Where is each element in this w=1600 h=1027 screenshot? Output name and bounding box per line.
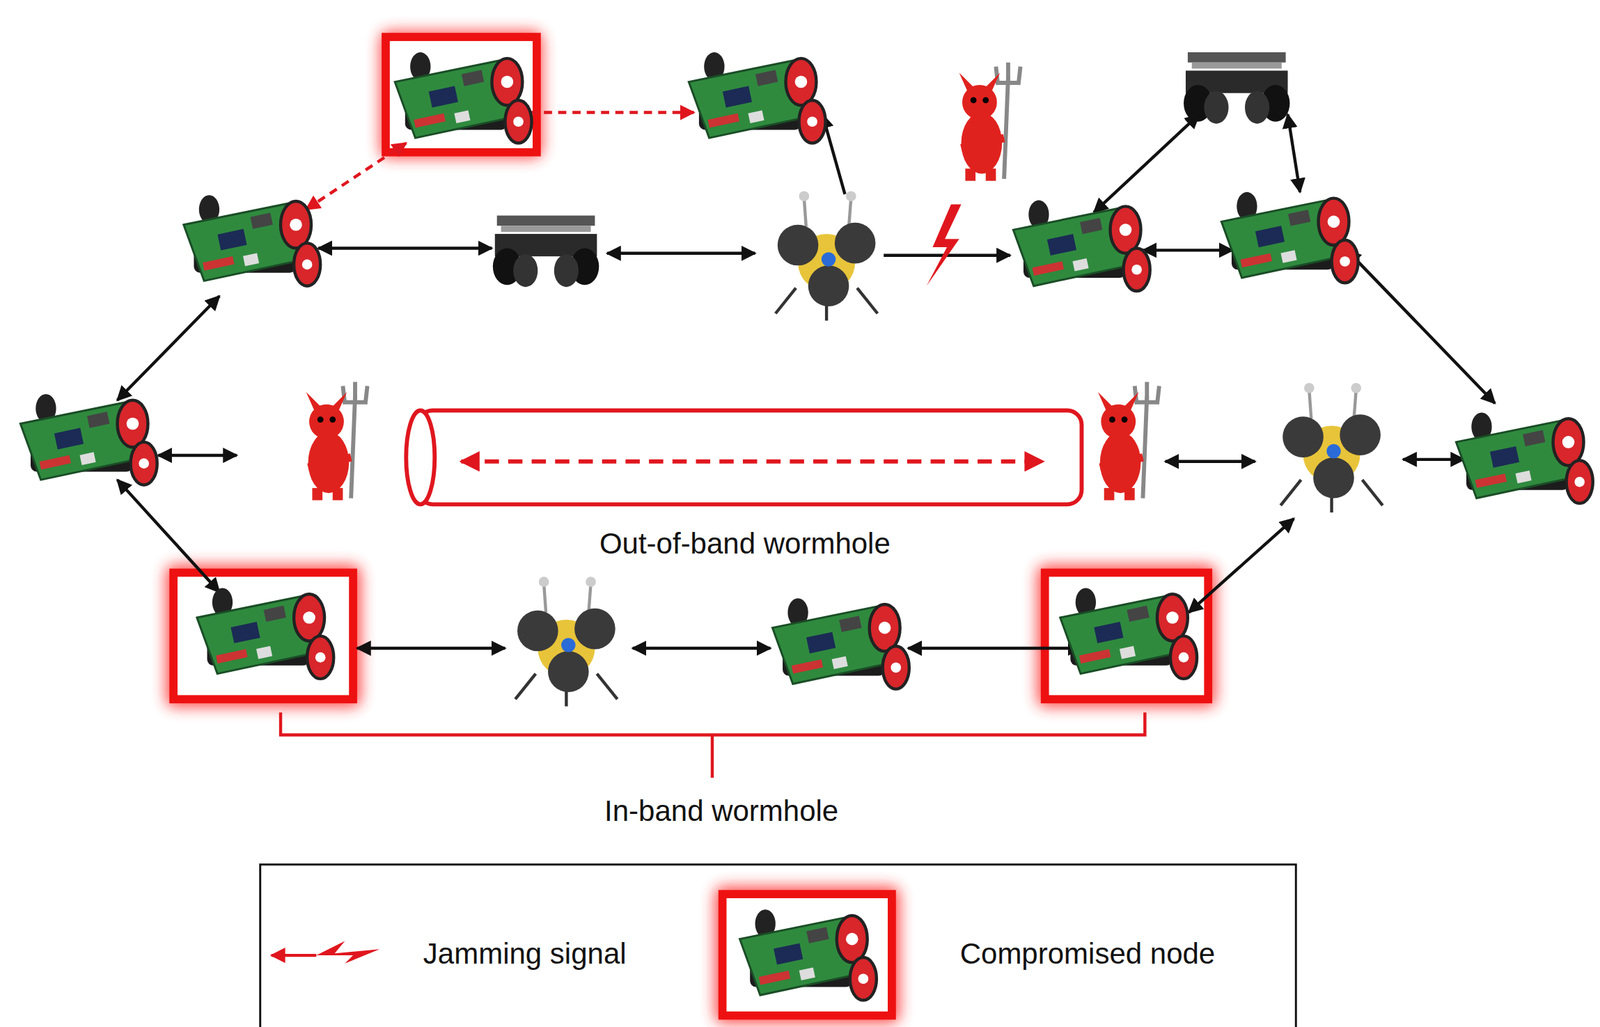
compromised-highlight [379, 30, 543, 159]
wireless-link [158, 453, 237, 457]
wireless-link [1288, 114, 1301, 192]
compromised-highlight [165, 564, 361, 708]
legend-compromised-sample [714, 885, 901, 1024]
robot-car [688, 52, 826, 143]
compromised-highlight [1045, 573, 1209, 700]
robot-spider [515, 190, 1383, 707]
wormhole-bracket [280, 712, 1145, 778]
legend-compromised-sample [740, 909, 877, 1000]
wireless-link [1093, 114, 1199, 213]
legend-compromised-sample [714, 885, 901, 1024]
robot-car [20, 394, 157, 485]
wireless-link [1347, 249, 1496, 404]
wormhole-tube [460, 459, 1043, 464]
wormhole-tube [405, 410, 435, 505]
attacker-devil [306, 381, 368, 500]
legend-text: Compromised node [957, 936, 1219, 972]
wormhole-tube [405, 410, 1082, 505]
wormhole-tube [418, 410, 1082, 505]
robot-spider [1280, 382, 1383, 513]
compromised-highlight [1036, 564, 1217, 708]
wireless-link [632, 646, 771, 650]
robot-rover [1183, 52, 1290, 124]
wireless-link [1402, 458, 1465, 461]
robot-car [1013, 200, 1150, 292]
compromised-highlight [173, 573, 354, 700]
wireless-link [117, 295, 221, 400]
robot-spider [775, 190, 878, 321]
wireless-link [1142, 248, 1233, 252]
legend-frame [260, 864, 1297, 1027]
malicious-link [515, 110, 694, 114]
wireless-link [907, 646, 1082, 650]
robot-car [1455, 412, 1593, 503]
robot-car [772, 598, 909, 689]
attacker-devil [306, 62, 1160, 501]
wireless-link [117, 479, 221, 592]
compromised-highlight [385, 36, 537, 153]
wormhole-label: Out-of-band wormhole [596, 526, 894, 562]
wireless-link [607, 252, 756, 255]
robot-rover [492, 215, 599, 288]
legend-jamming-sample [271, 953, 317, 957]
wormhole-label: In-band wormhole [601, 793, 842, 829]
robot-car [183, 194, 321, 286]
robot-car [1221, 192, 1358, 283]
robot-car [394, 52, 532, 143]
jamming-bolt [926, 204, 962, 286]
robot-car [20, 52, 1593, 690]
wireless-link [1165, 460, 1256, 464]
legend-compromised-sample [722, 893, 892, 1016]
wireless-link [117, 114, 1496, 648]
robot-spider [515, 576, 618, 707]
robot-car [1060, 587, 1197, 679]
legend-jamming-sample [316, 941, 380, 964]
robot-car [197, 587, 334, 679]
malicious-link [306, 143, 407, 210]
wireless-link [318, 246, 492, 250]
legend-jamming-sample [271, 941, 380, 964]
robot-rover [492, 52, 1291, 287]
legend-text: Jamming signal [420, 936, 630, 972]
compromised-highlight [165, 30, 1217, 708]
wireless-link [357, 646, 506, 650]
attacker-devil [959, 62, 1021, 182]
wireless-link [1188, 518, 1294, 613]
attacker-devil [1097, 381, 1160, 500]
